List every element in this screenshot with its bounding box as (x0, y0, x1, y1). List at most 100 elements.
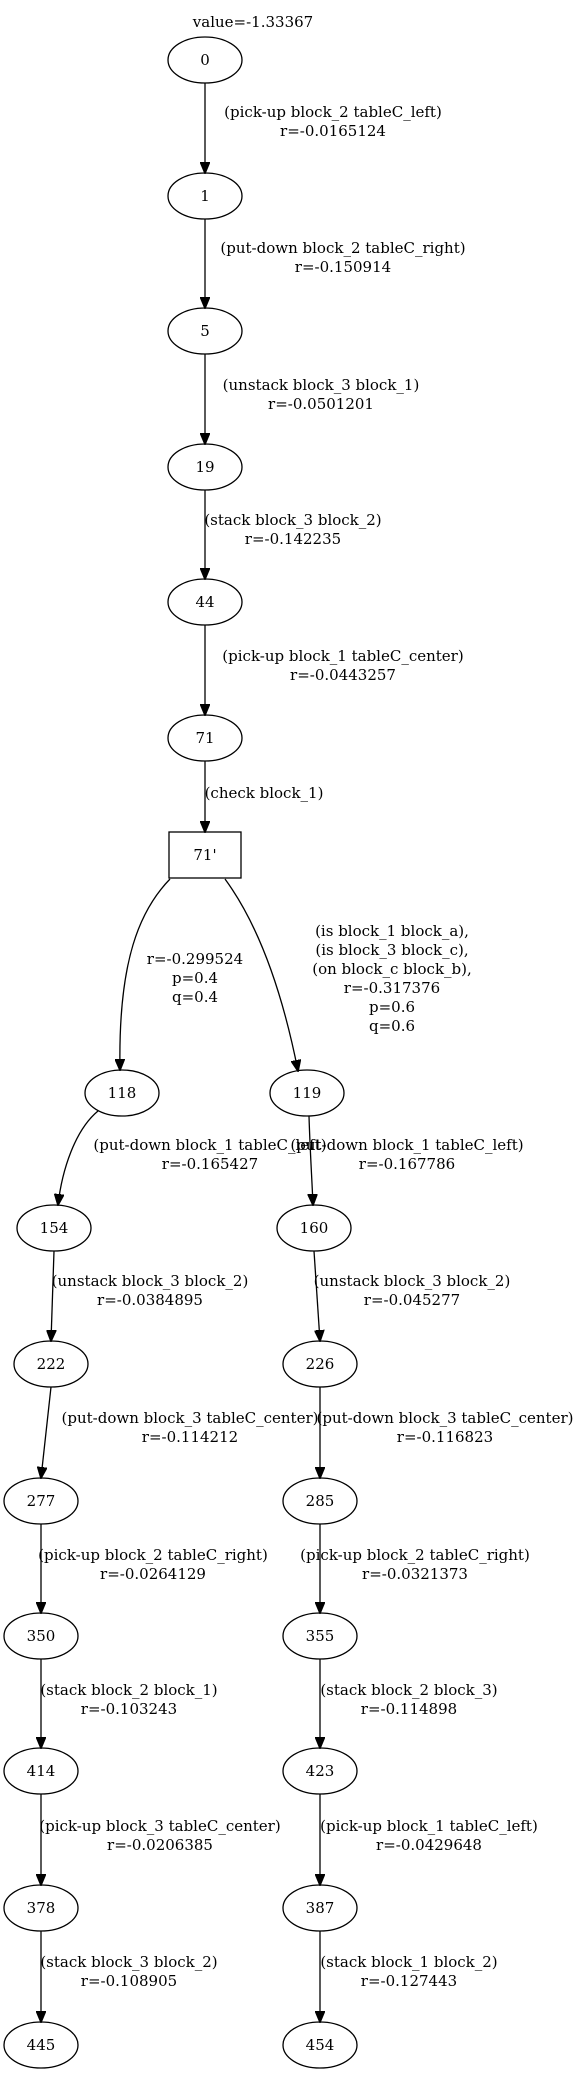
edge-n378-n445: (stack block_3 block_2)r=-0.108905 (40, 1931, 218, 2022)
node-ellipse (167, 172, 243, 220)
edge-label-line: q=0.4 (172, 988, 218, 1006)
node-label: 0 (200, 51, 210, 69)
node-label: 355 (306, 1627, 335, 1645)
node-71: 71 (167, 714, 243, 762)
edge-label-line: r=-0.0443257 (290, 666, 396, 684)
edge-label-line: (stack block_3 block_2) (40, 1953, 217, 1971)
edge-label-line: (stack block_1 block_2) (320, 1953, 497, 1971)
edge-label-line: (stack block_3 block_2) (204, 511, 381, 529)
edge-label-line: r=-0.150914 (295, 258, 391, 276)
node-ellipse (282, 1884, 358, 1932)
node-label: 71 (195, 729, 214, 747)
edge-label: (put-down block_1 tableC_left)r=-0.16542… (93, 1136, 326, 1173)
node-222: 222 (13, 1340, 89, 1388)
edge-n285-n355: (pick-up block_2 tableC_right)r=-0.03213… (300, 1524, 530, 1613)
edge-n118-n154: (put-down block_1 tableC_left)r=-0.16542… (58, 1110, 327, 1205)
node-119: 119 (269, 1069, 345, 1117)
node-label: 44 (195, 593, 214, 611)
node-350: 350 (3, 1612, 79, 1660)
node-71p: 71' (168, 831, 242, 879)
node-19: 19 (167, 443, 243, 491)
node-423: 423 (282, 1747, 358, 1795)
node-ellipse (84, 1069, 160, 1117)
edge-n1-n5: (put-down block_2 tableC_right)r=-0.1509… (205, 219, 466, 308)
edges-layer: (pick-up block_2 tableC_left)r=-0.016512… (38, 83, 573, 2022)
edge-n154-n222: (unstack block_3 block_2)r=-0.0384895 (51, 1250, 249, 1341)
node-ellipse (3, 1612, 79, 1660)
edge-n355-n423: (stack block_2 block_3)r=-0.114898 (320, 1659, 498, 1748)
edge-n414-n378: (pick-up block_3 tableC_center)r=-0.0206… (39, 1794, 281, 1885)
edge-label: (pick-up block_1 tableC_left)r=-0.042964… (320, 1817, 538, 1854)
edge-label-line: r=-0.108905 (81, 1972, 177, 1990)
edge-label-line: r=-0.045277 (364, 1291, 460, 1309)
edge-n5-n19: (unstack block_3 block_1)r=-0.0501201 (205, 354, 419, 444)
edge-label-line: r=-0.165427 (162, 1155, 258, 1173)
edge-label-line: (pick-up block_3 tableC_center) (39, 1817, 280, 1835)
edge-label: (unstack block_3 block_2)r=-0.0384895 (52, 1272, 249, 1309)
node-445: 445 (3, 2021, 79, 2069)
edge-label-line: (unstack block_3 block_2) (52, 1272, 249, 1290)
node-ellipse (269, 1069, 345, 1117)
graph-title: value=-1.33367 (192, 13, 313, 31)
node-ellipse (282, 1612, 358, 1660)
edge-label-line: r=-0.142235 (245, 530, 341, 548)
edge-label-line: (pick-up block_1 tableC_left) (320, 1817, 538, 1835)
edge-label-line: (pick-up block_2 tableC_right) (38, 1546, 268, 1564)
edge-label-line: r=-0.167786 (359, 1155, 455, 1173)
node-label: 71' (193, 846, 216, 864)
edge-label-line: (is block_1 block_a), (315, 922, 469, 940)
node-ellipse (3, 1747, 79, 1795)
edge-label: (check block_1) (205, 784, 324, 802)
edge-label: (unstack block_3 block_1)r=-0.0501201 (223, 376, 420, 413)
node-ellipse (167, 36, 243, 84)
edge-n119-n160: (put-down block_1 tableC_left)r=-0.16778… (290, 1115, 524, 1205)
node-label: 350 (27, 1627, 56, 1645)
node-label: 222 (37, 1355, 66, 1373)
node-454: 454 (282, 2021, 358, 2069)
node-ellipse (167, 578, 243, 626)
edge-label-line: (pick-up block_1 tableC_center) (222, 647, 463, 665)
edge-n277-n350: (pick-up block_2 tableC_right)r=-0.02641… (38, 1524, 268, 1613)
node-ellipse (167, 443, 243, 491)
edge-label: (stack block_3 block_2)r=-0.142235 (204, 511, 381, 548)
edge-label-line: (put-down block_1 tableC_left) (93, 1136, 326, 1154)
edge-label-line: (stack block_2 block_1) (40, 1681, 217, 1699)
edge-label: (is block_1 block_a),(is block_3 block_c… (312, 922, 472, 1035)
edge-label: (pick-up block_2 tableC_right)r=-0.03213… (300, 1546, 530, 1583)
node-ellipse (167, 307, 243, 355)
node-ellipse (3, 1884, 79, 1932)
node-414: 414 (3, 1747, 79, 1795)
node-ellipse (3, 2021, 79, 2069)
edge-label: (stack block_2 block_3)r=-0.114898 (320, 1681, 497, 1718)
edge-label-line: (put-down block_2 tableC_right) (220, 239, 465, 257)
node-ellipse (282, 1340, 358, 1388)
node-1: 1 (167, 172, 243, 220)
node-387: 387 (282, 1884, 358, 1932)
node-label: 285 (306, 1492, 335, 1510)
node-label: 119 (293, 1084, 322, 1102)
edge-label-line: r=-0.0165124 (280, 122, 386, 140)
node-label: 277 (27, 1492, 56, 1510)
edge-line (51, 1250, 54, 1341)
node-118: 118 (84, 1069, 160, 1117)
node-box (168, 831, 242, 879)
edge-n350-n414: (stack block_2 block_1)r=-0.103243 (40, 1659, 218, 1748)
node-ellipse (167, 714, 243, 762)
edge-label-line: q=0.6 (369, 1017, 415, 1035)
node-label: 387 (306, 1899, 335, 1917)
edge-label-line: (check block_1) (205, 784, 324, 802)
edge-label: (pick-up block_1 tableC_center)r=-0.0443… (222, 647, 463, 684)
node-label: 19 (195, 458, 214, 476)
edge-label: (put-down block_1 tableC_left)r=-0.16778… (290, 1136, 523, 1173)
edge-label-line: (is block_3 block_c), (315, 941, 468, 959)
edge-n0-n1: (pick-up block_2 tableC_left)r=-0.016512… (205, 83, 442, 173)
edge-label: (stack block_1 block_2)r=-0.127443 (320, 1953, 497, 1990)
edge-label-line: r=-0.0321373 (362, 1565, 468, 1583)
edge-label-line: (put-down block_1 tableC_left) (290, 1136, 523, 1154)
edge-label: (pick-up block_3 tableC_center)r=-0.0206… (39, 1817, 280, 1854)
edge-n160-n226: (unstack block_3 block_2)r=-0.045277 (313, 1250, 510, 1341)
edge-label-line: r=-0.103243 (81, 1700, 177, 1718)
